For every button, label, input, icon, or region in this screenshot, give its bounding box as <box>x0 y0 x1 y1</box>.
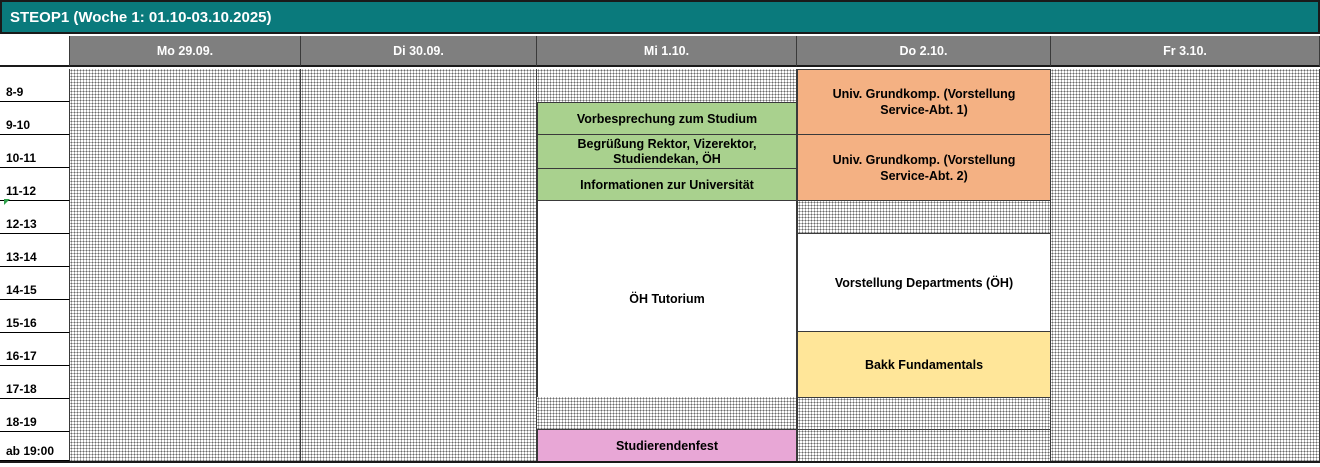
time-label: 12-13 <box>0 201 70 234</box>
corner-cell <box>0 36 70 67</box>
comment-marker-icon <box>4 199 10 205</box>
empty-slot <box>537 69 797 102</box>
day-header-fr: Fr 3.10. <box>1051 36 1320 67</box>
day-column-fr <box>1051 69 1320 462</box>
event-grundkomp-2[interactable]: Univ. Grundkomp. (Vorstellung Service-Ab… <box>797 134 1051 201</box>
bottom-border <box>0 461 1320 463</box>
time-label: 15-16 <box>0 300 70 333</box>
empty-slot <box>797 397 1051 430</box>
empty-slot <box>797 200 1051 234</box>
empty-slot <box>537 397 797 430</box>
time-label: 10-11 <box>0 135 70 168</box>
time-label: ab 19:00 <box>0 432 70 461</box>
event-bakk-fundamentals[interactable]: Bakk Fundamentals <box>797 331 1051 398</box>
day-column-mo <box>70 69 301 462</box>
time-label: 17-18 <box>0 366 70 399</box>
day-header-do: Do 2.10. <box>797 36 1051 67</box>
empty-slot <box>797 429 1051 462</box>
event-begruessung[interactable]: Begrüßung Rektor, Vizerektor, Studiendek… <box>537 134 797 169</box>
event-informationen[interactable]: Informationen zur Universität <box>537 168 797 201</box>
time-label: 18-19 <box>0 399 70 432</box>
sheet-title: STEOP1 (Woche 1: 01.10-03.10.2025) <box>0 0 1320 34</box>
time-label: 11-12 <box>0 168 70 201</box>
time-label: 13-14 <box>0 234 70 267</box>
day-header-di: Di 30.09. <box>301 36 537 67</box>
day-header-mo: Mo 29.09. <box>70 36 301 67</box>
day-header-mi: Mi 1.10. <box>537 36 797 67</box>
time-label: 8-9 <box>0 69 70 102</box>
event-vorstellung-departments[interactable]: Vorstellung Departments (ÖH) <box>797 233 1051 332</box>
time-label: 14-15 <box>0 267 70 300</box>
event-oeh-tutorium[interactable]: ÖH Tutorium <box>537 200 797 398</box>
event-vorbesprechung[interactable]: Vorbesprechung zum Studium <box>537 102 797 135</box>
day-column-di <box>301 69 537 462</box>
time-label: 9-10 <box>0 102 70 135</box>
event-grundkomp-1[interactable]: Univ. Grundkomp. (Vorstellung Service-Ab… <box>797 69 1051 135</box>
time-label: 16-17 <box>0 333 70 366</box>
event-studierendenfest[interactable]: Studierendenfest <box>537 429 797 462</box>
